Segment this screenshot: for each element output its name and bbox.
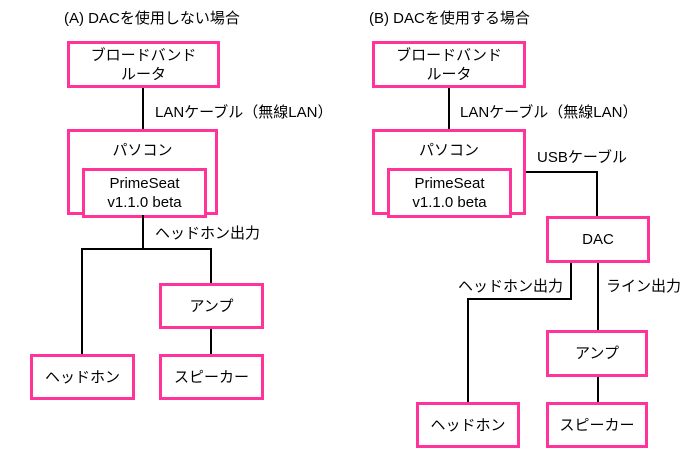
connector-dac-to-amp-b	[597, 263, 599, 330]
node-headphones-a: ヘッドホン	[30, 354, 135, 400]
node-primeseat-a: PrimeSeat v1.1.0 beta	[82, 168, 207, 218]
diagram-a-title: (A) DACを使用しない場合	[64, 10, 240, 27]
connector-router-to-pc-a	[142, 88, 144, 129]
connector-branch-horizontal-a	[81, 248, 212, 250]
node-pc-b-label: パソコン	[418, 142, 479, 159]
connector-pc-to-dac-vertical-b	[596, 171, 598, 216]
node-speaker-a: スピーカー	[159, 354, 264, 400]
connector-dac-headphone-out-seg2-b	[467, 298, 572, 300]
connector-pc-to-dac-horizontal-b	[526, 171, 598, 173]
edge-label-lan-cable-b: LANケーブル（無線LAN）	[460, 104, 638, 121]
node-primeseat-b: PrimeSeat v1.1.0 beta	[387, 168, 512, 218]
edge-label-usb-cable-b: USBケーブル	[537, 149, 627, 166]
diagram-b-title: (B) DACを使用する場合	[369, 10, 530, 27]
node-broadband-router-b: ブロードバンド ルータ	[372, 41, 526, 88]
edge-label-line-out-b: ライン出力	[606, 278, 682, 295]
edge-label-headphone-out-b: ヘッドホン出力	[458, 278, 564, 295]
node-broadband-router-a: ブロードバンド ルータ	[67, 41, 220, 88]
connector-dac-headphone-out-seg1-b	[570, 263, 572, 300]
connector-branch-to-amp-a	[210, 248, 212, 283]
edge-label-headphone-out-a: ヘッドホン出力	[155, 225, 261, 242]
node-amp-a: アンプ	[159, 283, 264, 329]
node-amp-b: アンプ	[546, 330, 648, 377]
connector-branch-to-headphones-a	[81, 248, 83, 354]
node-dac-b: DAC	[546, 216, 650, 263]
connector-pc-to-branch-a	[142, 215, 144, 250]
edge-label-lan-cable-a: LANケーブル（無線LAN）	[155, 104, 333, 121]
connector-amp-to-speaker-a	[210, 329, 212, 354]
connector-router-to-pc-b	[448, 88, 450, 129]
connector-dac-headphone-out-seg3-b	[467, 298, 469, 402]
node-headphones-b: ヘッドホン	[416, 402, 520, 448]
node-pc-a-label: パソコン	[112, 142, 173, 159]
node-speaker-b: スピーカー	[546, 402, 648, 448]
connector-amp-to-speaker-b	[597, 377, 599, 402]
